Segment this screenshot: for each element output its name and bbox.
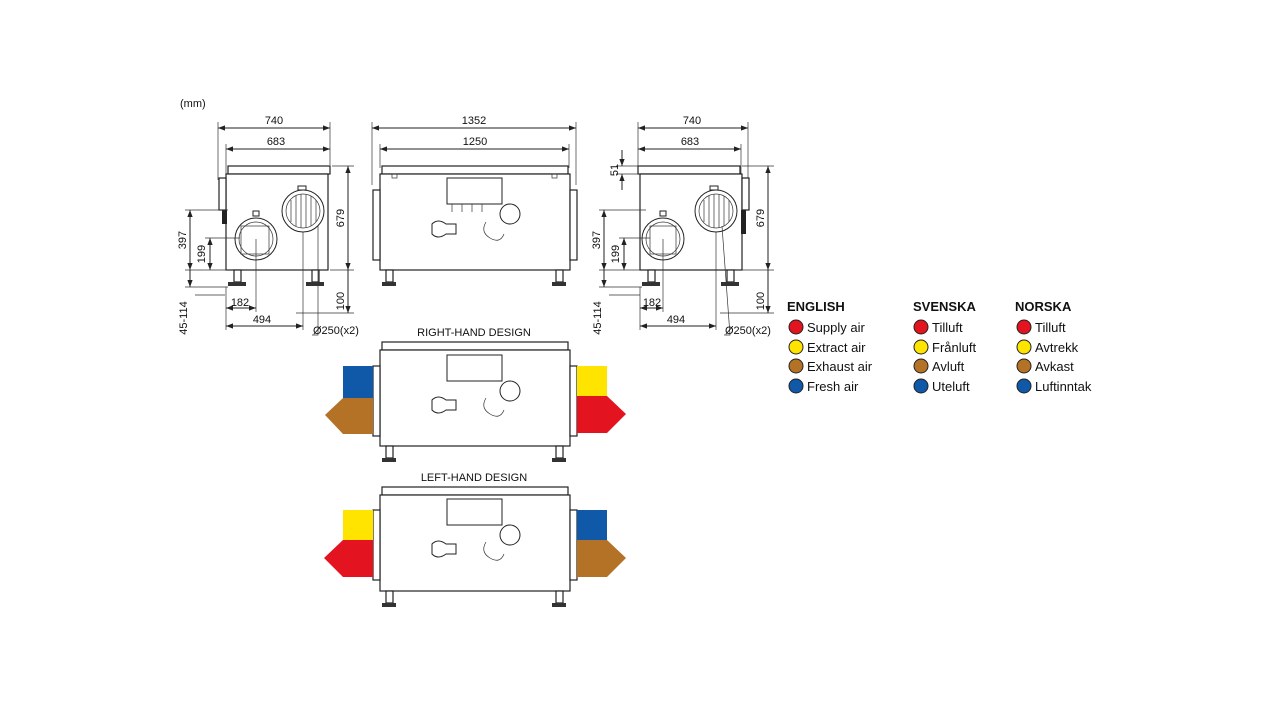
front-width-total: 1352 (462, 115, 486, 127)
right-height-397: 397 (591, 231, 603, 249)
exhaust-air-arrow (577, 540, 626, 577)
right-dist-494: 494 (667, 314, 685, 326)
legend-heading: NORSKA (1015, 299, 1072, 314)
legend-heading: ENGLISH (787, 299, 845, 314)
left-height-679: 679 (335, 209, 347, 227)
swatch-supply (788, 319, 804, 335)
left-feet-range: 45-114 (178, 301, 190, 334)
legend-item: Extract air (807, 340, 866, 355)
front-view: 1352 1250 (371, 115, 578, 286)
left-side-view: 740 683 679 (177, 115, 359, 337)
legend-column-norska: NORSKA Tilluft Avtrekk Avkast Luftinntak (1015, 299, 1092, 394)
right-hand-design: RIGHT-HAND DESIGN (325, 327, 626, 462)
left-width-total: 740 (265, 115, 283, 127)
extract-air-block (343, 510, 373, 540)
right-height-51: 51 (609, 164, 621, 176)
right-dist-182: 182 (643, 297, 661, 309)
front-width-inner: 1250 (463, 136, 487, 148)
legend-item: Exhaust air (807, 359, 873, 374)
fresh-air-block (343, 366, 373, 398)
extract-air-block (577, 366, 607, 396)
swatch-supply (1016, 319, 1032, 335)
right-height-679: 679 (755, 209, 767, 227)
exhaust-air-arrow (325, 398, 373, 434)
legend-item: Supply air (807, 320, 865, 335)
right-height-100: 100 (755, 292, 767, 310)
swatch-extract (1016, 339, 1032, 355)
left-height-397: 397 (177, 231, 189, 249)
right-feet-range: 45-114 (592, 301, 604, 334)
left-dist-182: 182 (231, 297, 249, 309)
left-diameter: Ø250(x2) (313, 325, 359, 337)
swatch-exhaust (1016, 358, 1032, 374)
right-side-duct-upper (694, 185, 738, 233)
right-height-199: 199 (610, 245, 622, 263)
right-diameter: Ø250(x2) (725, 325, 771, 337)
legend-item: Uteluft (932, 379, 970, 394)
right-hand-design-label: RIGHT-HAND DESIGN (417, 327, 531, 339)
units-label: (mm) (180, 98, 206, 110)
legend-item: Avtrekk (1035, 340, 1079, 355)
swatch-extract (788, 339, 804, 355)
fresh-air-block (577, 510, 607, 540)
legend-item: Tilluft (932, 320, 963, 335)
left-hand-design: LEFT-HAND DESIGN (324, 472, 626, 607)
legend-item: Luftinntak (1035, 379, 1092, 394)
legend-heading: SVENSKA (913, 299, 976, 314)
legend-item: Tilluft (1035, 320, 1066, 335)
left-hand-design-label: LEFT-HAND DESIGN (421, 472, 527, 484)
legend-item: Fresh air (807, 379, 859, 394)
swatch-fresh (788, 378, 804, 394)
legend-item: Avluft (932, 359, 965, 374)
right-side-view: 740 683 51 (591, 115, 774, 337)
left-height-100: 100 (335, 292, 347, 310)
left-height-199: 199 (196, 245, 208, 263)
right-width-total: 740 (683, 115, 701, 127)
legend-column-svenska: SVENSKA Tilluft Frånluft Avluft Uteluft (913, 299, 976, 394)
left-dist-494: 494 (253, 314, 271, 326)
legend-item: Avkast (1035, 359, 1074, 374)
left-width-inner: 683 (267, 136, 285, 148)
swatch-exhaust (788, 358, 804, 374)
swatch-extract (913, 339, 929, 355)
swatch-exhaust (913, 358, 929, 374)
swatch-fresh (1016, 378, 1032, 394)
swatch-fresh (913, 378, 929, 394)
legend: ENGLISH Supply air Extract air Exhaust a… (787, 299, 1092, 394)
legend-column-english: ENGLISH Supply air Extract air Exhaust a… (787, 299, 873, 394)
supply-air-arrow (324, 540, 373, 577)
swatch-supply (913, 319, 929, 335)
supply-air-arrow (577, 396, 626, 433)
legend-item: Frånluft (932, 340, 976, 355)
right-width-inner: 683 (681, 136, 699, 148)
